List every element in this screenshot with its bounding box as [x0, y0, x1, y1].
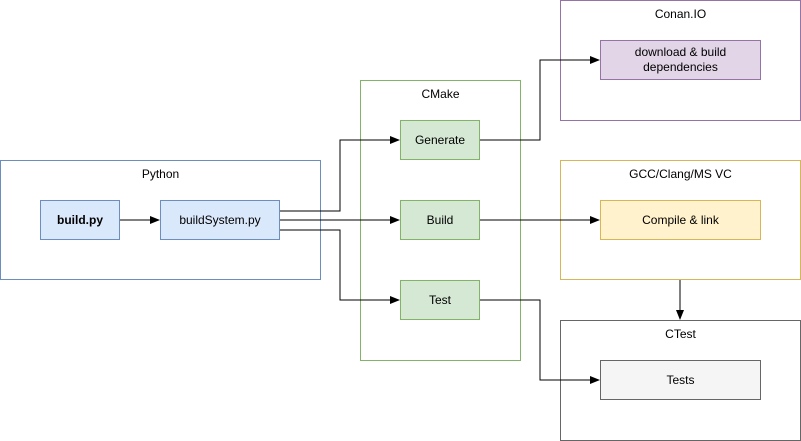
edge-buildsystem-to-generate: [280, 136, 400, 212]
compile-link-label: Compile & link: [642, 212, 719, 227]
test-label: Test: [428, 292, 451, 307]
tests-node: Tests: [600, 360, 761, 400]
download-deps-node: download & build dependencies: [600, 40, 761, 80]
edge-generate-to-download: [480, 56, 600, 141]
generate-label: Generate: [414, 132, 466, 147]
build-system-py-label: buildSystem.py: [179, 212, 261, 227]
build-py-node: build.py: [40, 200, 120, 240]
download-deps-label: download & build dependencies: [634, 45, 727, 74]
test-node: Test: [400, 280, 480, 320]
build-system-py-node: buildSystem.py: [160, 200, 280, 240]
python-group-title: Python: [141, 167, 180, 181]
ctest-group-title: CTest: [665, 327, 696, 341]
generate-node: Generate: [400, 120, 480, 160]
edge-buildsystem-to-test: [280, 229, 400, 304]
compile-link-node: Compile & link: [600, 200, 761, 240]
tests-label: Tests: [666, 372, 695, 387]
edge-test-to-tests: [480, 299, 600, 384]
build-node: Build: [400, 200, 480, 240]
compiler-group-title: GCC/Clang/MS VC: [629, 167, 732, 181]
cmake-group-title: CMake: [421, 87, 460, 101]
build-label: Build: [426, 212, 454, 227]
build-py-label: build.py: [57, 212, 103, 227]
conan-group-title: Conan.IO: [654, 7, 707, 21]
